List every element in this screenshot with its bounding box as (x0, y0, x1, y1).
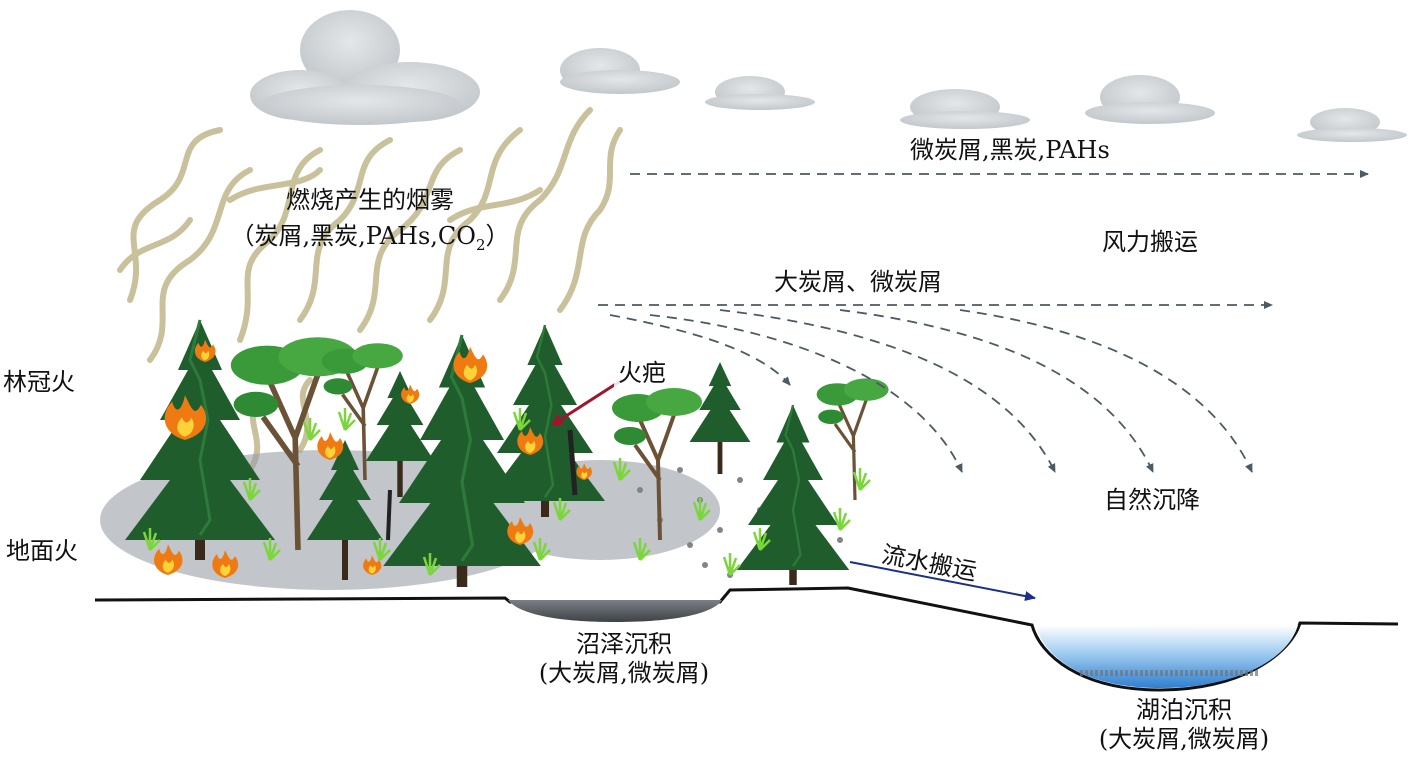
micro-charcoal-label: 微炭屑,黑炭,PAHs (906, 136, 1114, 165)
natural-settling-label: 自然沉降 (1100, 486, 1204, 515)
co2-subscript: 2 (475, 235, 486, 254)
crown-fire-label: 林冠火 (3, 368, 75, 396)
swamp-contents: (大炭屑,微炭屑) (538, 658, 710, 687)
swamp-basin (508, 600, 722, 622)
smoke-contents-label: （炭屑,黑炭,PAHs,CO2） (200, 222, 540, 254)
lake-basin (1036, 625, 1298, 688)
lake-contents: (大炭屑,微炭屑) (1098, 724, 1270, 753)
wind-transport-label: 风力搬运 (1098, 228, 1202, 257)
smoke-label: 燃烧产生的烟雾 (255, 186, 485, 215)
settling-arrow-4 (839, 309, 1154, 473)
settling-arrow-1 (609, 314, 791, 386)
smoke-title: 燃烧产生的烟雾 (286, 186, 454, 214)
water-transport-arrow (849, 561, 1036, 601)
smoke-contents-text: （炭屑,黑炭,PAHs,CO (230, 222, 476, 250)
firebrand-label: 火疤 (614, 359, 670, 388)
settling-arrow-5 (959, 309, 1253, 473)
transport-arrows (598, 170, 1369, 473)
macro-micro-label: 大炭屑、微炭屑 (770, 268, 946, 297)
firebrand-arrow (550, 378, 623, 427)
swamp-deposit-label: 沼泽沉积 (大炭屑,微炭屑) (500, 630, 748, 688)
smoke-plume (117, 107, 623, 473)
ground-fire-label: 地面火 (6, 537, 78, 565)
forest (123, 318, 891, 589)
settling-arrow-3 (719, 309, 1056, 473)
smoke-contents-close: ） (485, 222, 510, 250)
settling-arrow-2 (649, 314, 963, 473)
lake-title: 湖泊沉积 (1136, 696, 1232, 724)
clouds (250, 10, 1407, 142)
lake-deposit-label: 湖泊沉积 (大炭屑,微炭屑) (1060, 696, 1308, 754)
swamp-title: 沼泽沉积 (576, 630, 672, 658)
